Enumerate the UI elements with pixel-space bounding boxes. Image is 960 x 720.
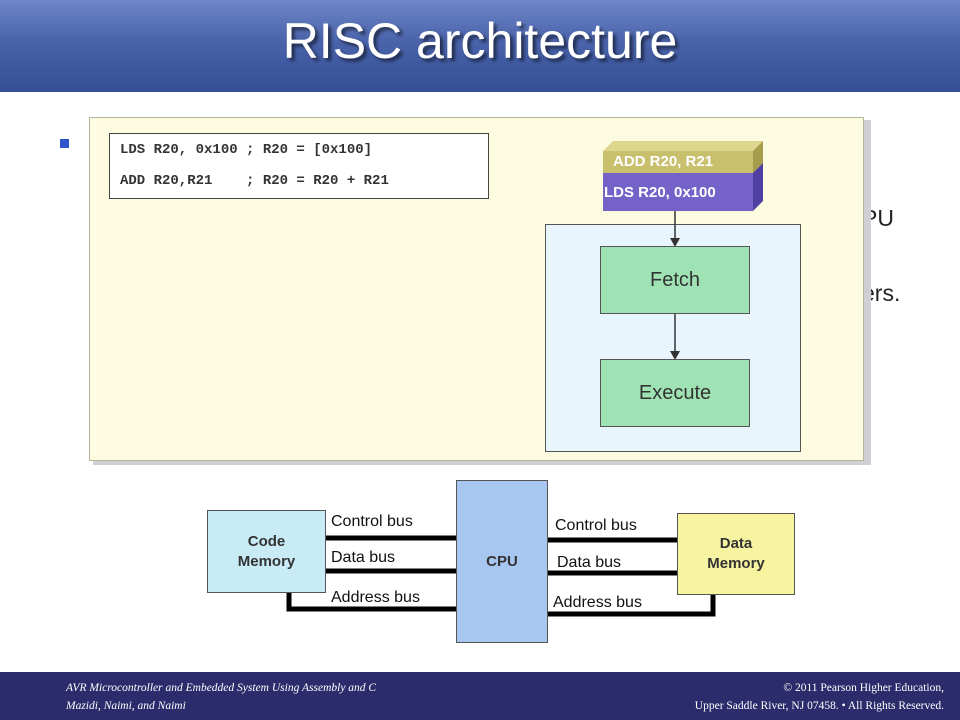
right-control-bus-label: Control bus — [555, 517, 637, 534]
left-address-bus-label: Address bus — [331, 589, 420, 606]
arrow-to-execute-head — [670, 351, 680, 360]
arrow-to-fetch-head — [670, 238, 680, 247]
footer-copyright: © 2011 Pearson Higher Education, Upper S… — [695, 679, 944, 715]
code-line-2: ADD R20,R21 ; R20 = R20 + R21 — [120, 173, 389, 189]
data-memory-label-1: Data — [719, 535, 753, 552]
queue-side-face-bottom — [753, 163, 763, 211]
slide-title: RISC architecture — [282, 13, 678, 69]
footer-copyright-line-2: Upper Saddle River, NJ 07458. • All Righ… — [694, 700, 944, 712]
data-memory-label-2: Memory — [707, 555, 765, 572]
queue-item-add: ADD R20, R21 — [613, 153, 714, 170]
execute-stage: Execute — [600, 359, 750, 427]
code-line-1: LDS R20, 0x100 ; R20 = [0x100] — [120, 142, 373, 158]
fetch-stage-label: Fetch — [649, 268, 701, 291]
queue-item-lds-box — [603, 173, 753, 211]
footer-book-info: AVR Microcontroller and Embedded System … — [66, 679, 376, 715]
queue-top-face — [603, 141, 763, 151]
left-data-bus-label: Data bus — [331, 549, 396, 566]
right-address-bus-line — [547, 595, 716, 617]
left-address-bus-line — [286, 593, 457, 612]
cpu-label: CPU — [486, 552, 518, 570]
footer-authors: Mazidi, Naimi, and Naimi — [66, 700, 186, 712]
footer-copyright-line-1: © 2011 Pearson Higher Education, — [783, 682, 944, 694]
bullet-marker — [60, 139, 69, 148]
queue-item-lds: LDS R20, 0x100 — [604, 184, 716, 201]
queue-item-add-box — [603, 151, 753, 173]
footer-book-title: AVR Microcontroller and Embedded System … — [66, 682, 377, 694]
left-control-bus-label: Control bus — [331, 513, 413, 530]
queue-side-face-top — [753, 141, 763, 173]
code-box: LDS R20, 0x100 ; R20 = [0x100] ADD R20,R… — [109, 133, 489, 199]
right-address-bus-label: Address bus — [553, 594, 642, 611]
execute-stage-label: Execute — [638, 381, 712, 404]
footer-bar — [0, 672, 960, 720]
title-banner — [0, 0, 960, 92]
right-data-bus-label: Data bus — [557, 554, 622, 571]
code-memory-label-2: Memory — [237, 552, 296, 570]
code-memory-label-1: Code — [247, 532, 286, 550]
fetch-stage: Fetch — [600, 246, 750, 314]
cpu-block: CPU — [456, 480, 548, 643]
